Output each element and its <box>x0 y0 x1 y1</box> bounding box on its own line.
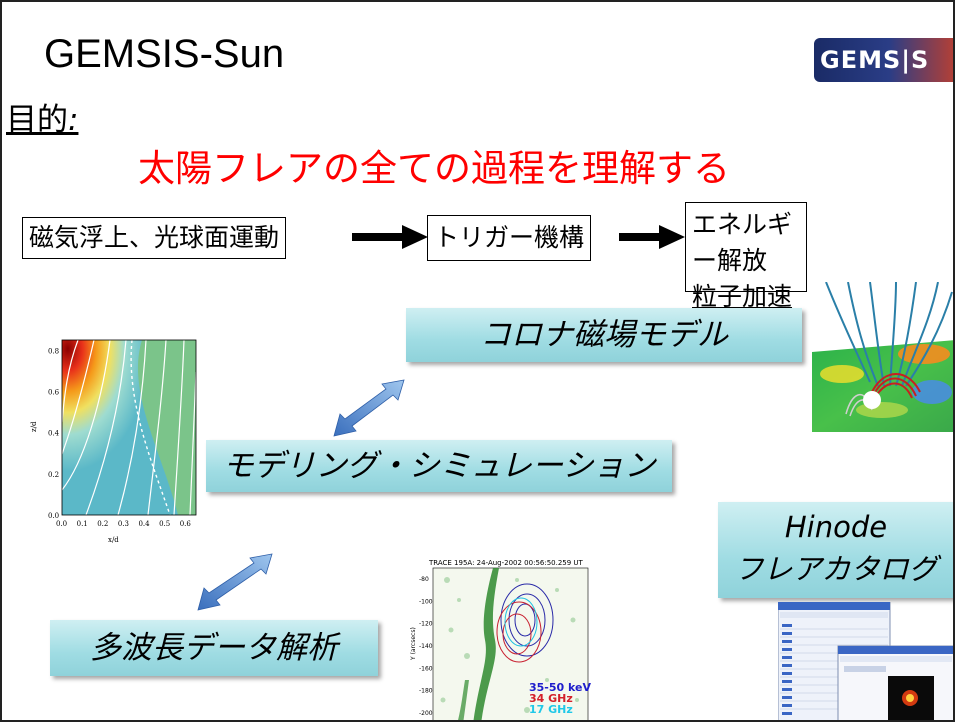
flow-arrow-1 <box>352 225 428 249</box>
hinode-flare-catalog-box: Hinode フレアカタログ <box>718 502 953 598</box>
legend-17ghz: 17 GHz <box>529 703 573 716</box>
trace-ytick: -80 <box>419 576 429 583</box>
plot-left-ytick: 0.8 <box>48 347 59 355</box>
trace-ytick: -100 <box>419 598 433 605</box>
trace-ytick: -120 <box>419 621 433 628</box>
flow-step-energy-line2: 粒子加速 <box>692 282 793 311</box>
trace-ytick: -180 <box>419 688 433 695</box>
hinode-label: Hinode <box>784 510 888 544</box>
flow-step-emergence: 磁気浮上、光球面運動 <box>22 217 287 259</box>
flow-step-energy-line1: エネルギー解放 <box>692 210 793 275</box>
double-arrow-upper <box>333 379 405 437</box>
legend-34ghz: 34 GHz <box>529 692 573 705</box>
trace-plot-title: TRACE 195A: 24-Aug-2002 00:56:50.259 UT <box>429 559 583 567</box>
plot-left-ytick: 0.0 <box>48 512 59 520</box>
plot-left-xtick: 0.4 <box>138 520 150 528</box>
plot-left-xtick: 0.1 <box>77 520 88 528</box>
purpose-colon: : <box>68 102 79 138</box>
plot-left-ytick: 0.2 <box>48 471 59 479</box>
gemsis-logo: GEMS|S <box>814 38 953 82</box>
trace-euv-image: -80 -100 -120 -140 -160 -180 -200 Y (arcsecs) <box>410 567 589 720</box>
trace-legend: 35-50 keV 34 GHz 17 GHz <box>529 682 591 715</box>
plot-left-xtick: 0.6 <box>180 520 192 528</box>
field-line-contour-plot: 0.0 0.2 0.4 0.6 0.8 0.0 0.1 0.2 0.3 0.4 0.5 0.6 x/… <box>30 339 197 544</box>
plot-left-ylabel: z/d <box>30 421 38 432</box>
plot-left-xtick: 0.3 <box>118 520 129 528</box>
trace-ytick: -160 <box>419 665 433 672</box>
plot-left-ytick: 0.4 <box>48 430 60 438</box>
trace-ytick: -200 <box>419 710 433 717</box>
flow-step-energy: エネルギー解放 粒子加速 <box>685 202 807 311</box>
trace-ytick: -140 <box>419 643 433 650</box>
double-arrow-lower <box>197 553 273 611</box>
modeling-simulation-box: モデリング・シミュレーション <box>206 440 672 492</box>
plot-left-xtick: 0.2 <box>97 520 108 528</box>
plot-left-ytick: 0.6 <box>48 388 60 396</box>
flow-step-trigger: トリガー機構 <box>427 215 592 261</box>
plot-left-xlabel: x/d <box>108 536 119 544</box>
corona-field-model-box: コロナ磁場モデル <box>406 308 802 362</box>
purpose-heading: 目的: <box>6 94 78 139</box>
purpose-label: 目的 <box>6 102 68 138</box>
plot-left-xtick: 0.0 <box>56 520 67 528</box>
legend-hxr: 35-50 keV <box>529 681 592 694</box>
multiwavelength-analysis-box: 多波長データ解析 <box>50 620 378 676</box>
flare-catalog-label: フレアカタログ <box>734 552 938 586</box>
logo-text: GEMS|S <box>820 46 930 74</box>
flow-arrow-2 <box>619 225 685 249</box>
corona-field-3d-image <box>812 282 953 432</box>
plot-left-xtick: 0.5 <box>159 520 170 528</box>
slide-title: GEMSIS-Sun <box>44 32 285 76</box>
goal-text: 太陽フレアの全ての過程を理解する <box>138 147 730 190</box>
trace-ylabel: Y (arcsecs) <box>410 627 417 661</box>
flare-catalog-screenshots <box>778 602 953 720</box>
